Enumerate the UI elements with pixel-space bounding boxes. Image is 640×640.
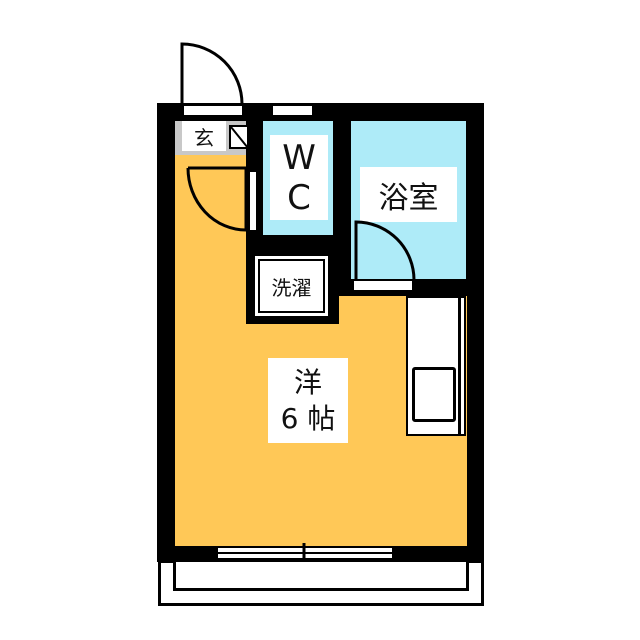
wc-door[interactable]: [248, 170, 258, 232]
kitchen-counter-edge: [458, 296, 461, 436]
bathroom-door-sill: [354, 281, 412, 290]
western-room-label-line1: 洋: [293, 365, 322, 399]
sink-icon: [412, 367, 456, 422]
balcony-inner-rail: [173, 560, 469, 591]
western-room-label-line2: 6 帖: [280, 401, 336, 435]
bathroom-label: 浴室: [360, 167, 457, 222]
western-room-label: 洋 6 帖: [268, 358, 348, 443]
wc-label: W C: [270, 135, 328, 220]
entrance-door-sill: [184, 106, 242, 115]
shoe-cabinet-diagonal-icon: [230, 126, 249, 149]
wc-window: [273, 106, 312, 115]
entrance-door-swing-icon: [180, 42, 244, 105]
wc-label-line2: C: [287, 177, 311, 218]
laundry-label: 洗濯: [258, 259, 325, 313]
bath-door-swing-icon: [354, 220, 416, 281]
entrance-label: 玄: [182, 121, 226, 151]
wc-label-line1: W: [282, 137, 316, 178]
entrance-interior-door-swing-icon: [186, 166, 248, 232]
